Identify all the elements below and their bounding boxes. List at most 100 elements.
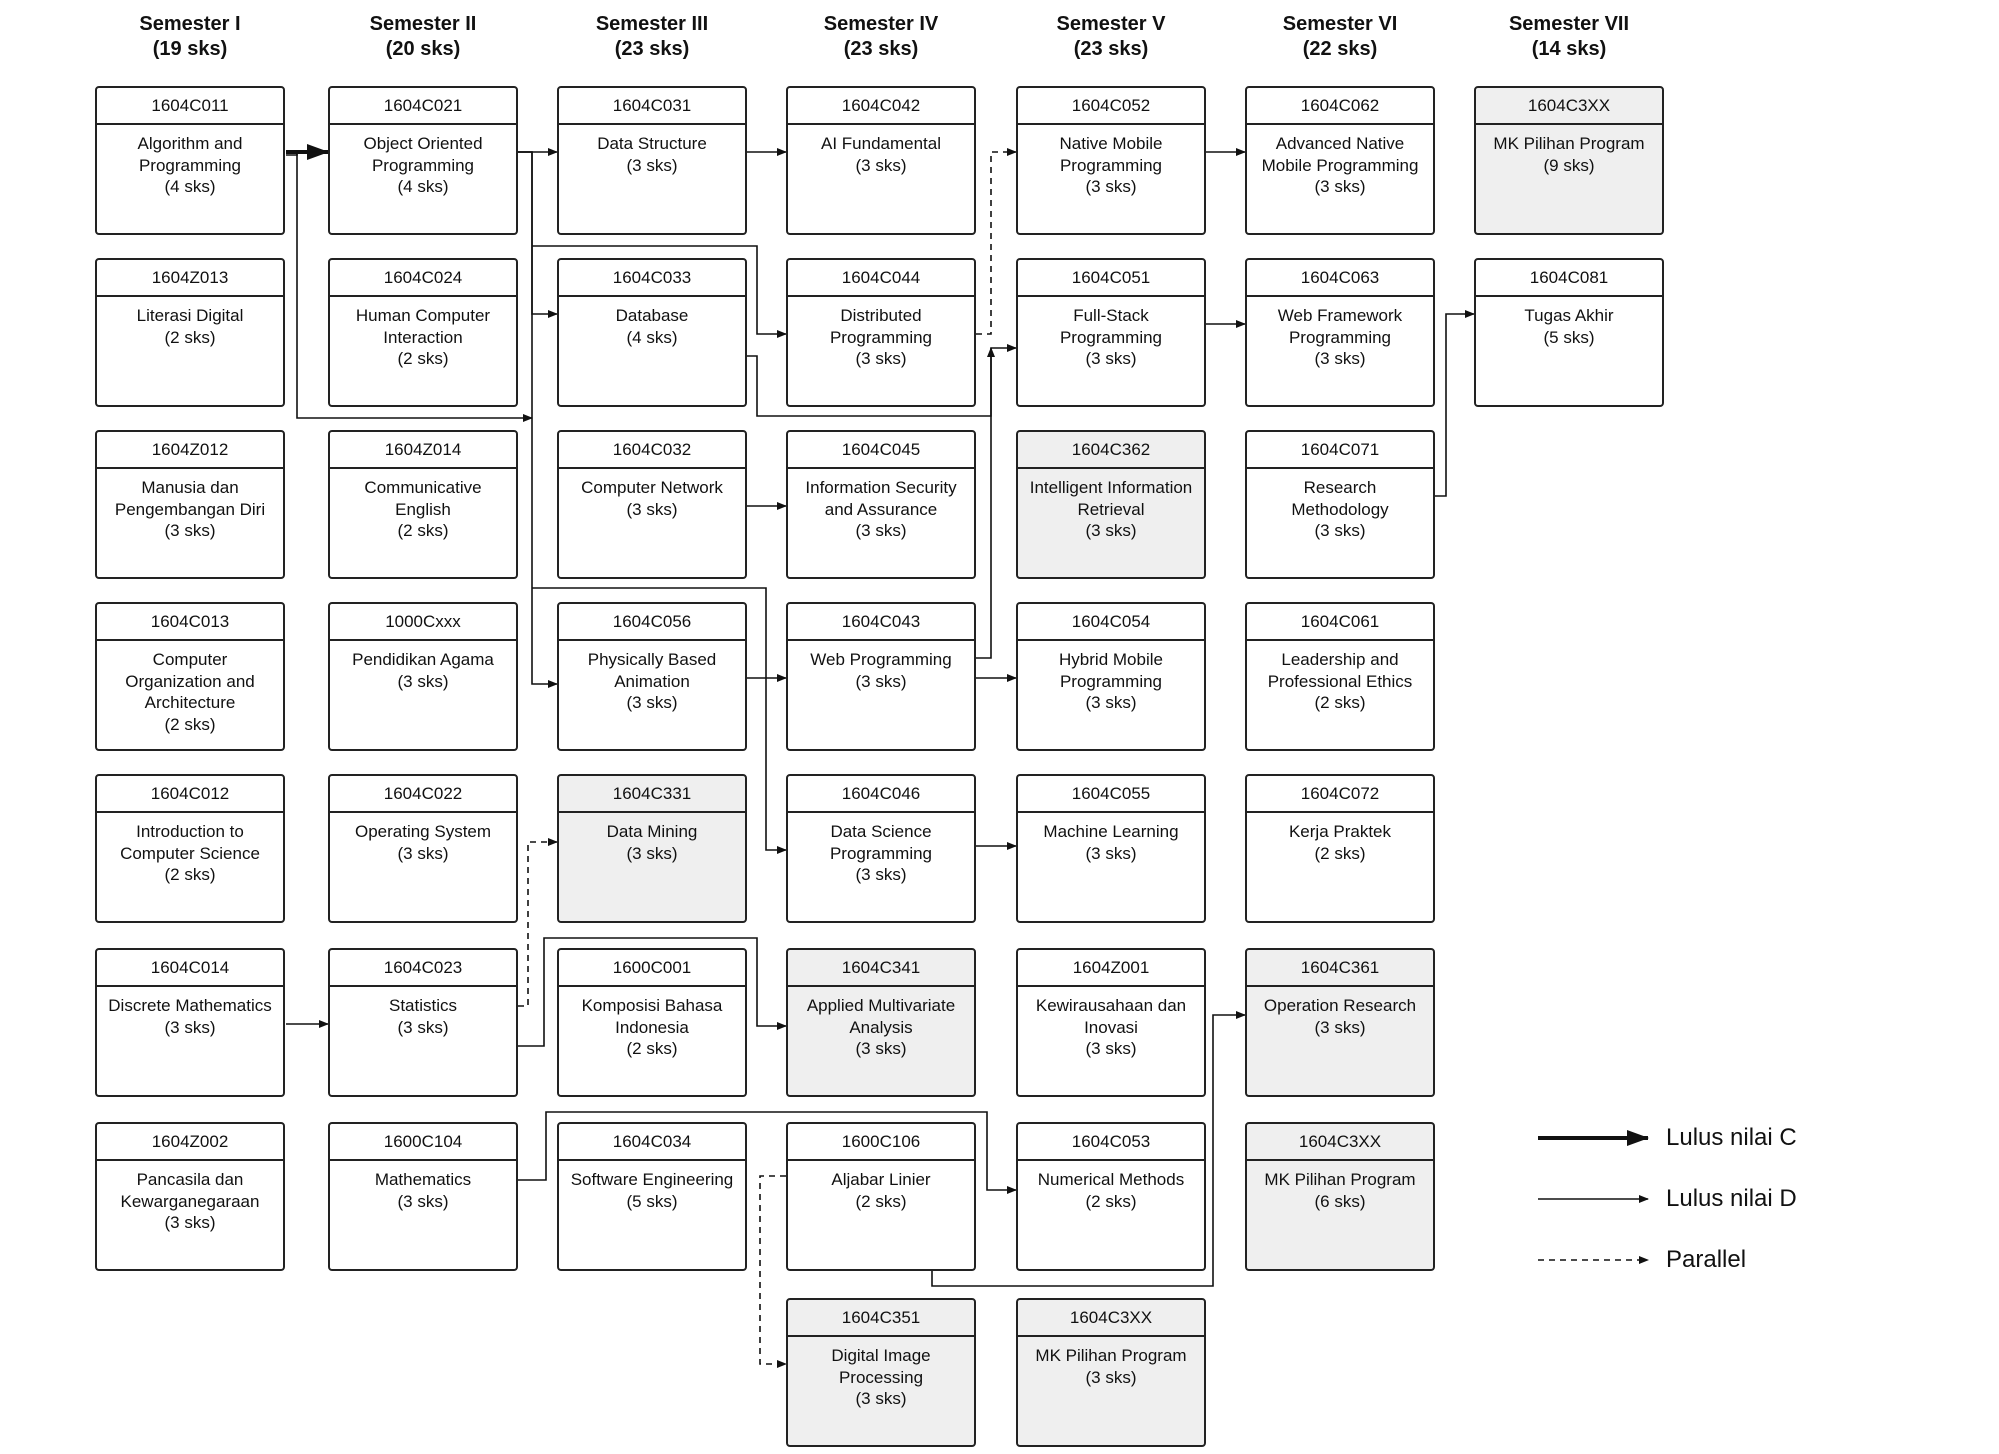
course-title: Web Framework Programming [1277, 306, 1403, 347]
course-title: Computer Organization and Architecture [125, 650, 255, 712]
course-code: 1604C024 [330, 260, 516, 297]
course-code: 1604C3XX [1018, 1300, 1204, 1337]
semester-name: Semester VI [1282, 13, 1398, 35]
course-title: Statistics [388, 996, 458, 1015]
course-title: Applied Multivariate Analysis [806, 996, 956, 1037]
course-credits: (3 sks) [1085, 693, 1137, 712]
course-credits: (2 sks) [164, 714, 216, 734]
course-credits: (3 sks) [855, 671, 907, 691]
dashed-arrow-icon [1538, 1256, 1649, 1264]
course-code: 1000Cxxx [330, 604, 516, 641]
arrow-c022-c331 [518, 838, 558, 1007]
course-credits: (3 sks) [1314, 521, 1366, 540]
course-title: Operation Research [1263, 996, 1417, 1015]
arrow-c071-c081 [1435, 310, 1475, 497]
course-code: 1604C053 [1018, 1124, 1204, 1161]
course-credits: (3 sks) [626, 155, 678, 175]
course-credits: (2 sks) [1314, 843, 1366, 863]
semester-name: Semester V [1056, 13, 1166, 35]
course-code: 1604Z014 [330, 432, 516, 469]
course-title: Leadership and Professional Ethics [1267, 650, 1413, 691]
course-code: 1604C341 [788, 950, 974, 987]
course-code: 1604C362 [1018, 432, 1204, 469]
course-title: Aljabar Linier [831, 1170, 931, 1189]
course-credits: (3 sks) [1314, 349, 1366, 368]
course-credits: (3 sks) [855, 349, 907, 368]
course-code: 1600C001 [559, 950, 745, 987]
course-code: 1604C014 [97, 950, 283, 987]
semester-credits: (14 sks) [1531, 38, 1607, 60]
course-credits: (3 sks) [1085, 1039, 1137, 1058]
course-title: Database [615, 306, 689, 325]
course-title: MK Pilihan Program [1493, 134, 1645, 153]
arrow-c044-c052 [976, 148, 1017, 335]
semester-header-2: Semester II (20 sks) [303, 12, 543, 62]
course-code: 1604C056 [559, 604, 745, 641]
course-code: 1604C361 [1247, 950, 1433, 987]
course-credits: (5 sks) [1543, 327, 1595, 347]
course-code: 1604C3XX [1476, 88, 1662, 125]
course-title: Computer Network [581, 478, 723, 497]
course-credits: (3 sks) [397, 843, 449, 863]
course-code: 1604Z001 [1018, 950, 1204, 987]
course-code: 1604C044 [788, 260, 974, 297]
course-credits: (3 sks) [855, 865, 907, 884]
course-code: 1604C045 [788, 432, 974, 469]
course-credits: (3 sks) [855, 1039, 907, 1058]
course-code: 1604C033 [559, 260, 745, 297]
course-credits: (6 sks) [1314, 1191, 1366, 1211]
course-title: Intelligent Information Retrieval [1029, 478, 1193, 519]
course-code: 1604Z013 [97, 260, 283, 297]
bold-arrow-icon [1538, 1130, 1649, 1146]
course-code: 1604C071 [1247, 432, 1433, 469]
arrow-c021-c033 [518, 151, 558, 318]
course-credits: (4 sks) [164, 177, 216, 196]
course-title: Discrete Mathematics [108, 996, 272, 1015]
course-title: Literasi Digital [136, 306, 244, 325]
semester-header-4: Semester IV (23 sks) [761, 12, 1001, 62]
legend-label: Lulus nilai C [1666, 1124, 1797, 1151]
course-title: Data Science Programming [829, 822, 933, 863]
course-title: Native Mobile Programming [1059, 134, 1163, 175]
arrow-c011-c021-thin [286, 148, 327, 156]
course-title: Information Security and Assurance [805, 478, 957, 519]
course-title: Machine Learning [1043, 822, 1179, 841]
course-code: 1604C012 [97, 776, 283, 813]
semester-name: Semester II [369, 13, 477, 35]
course-credits: (3 sks) [1085, 843, 1137, 863]
course-credits: (3 sks) [626, 843, 678, 863]
course-code: 1604C022 [330, 776, 516, 813]
arrow-c106-c351 [759, 1175, 787, 1368]
course-code: 1604C011 [97, 88, 283, 125]
course-title: MK Pilihan Program [1264, 1170, 1416, 1189]
legend-item-bold: Lulus nilai C [1536, 1120, 1836, 1156]
course-credits: (3 sks) [1085, 349, 1137, 368]
course-code: 1604C032 [559, 432, 745, 469]
course-credits: (3 sks) [397, 1191, 449, 1211]
course-credits: (9 sks) [1543, 155, 1595, 175]
course-title: Kerja Praktek [1288, 822, 1392, 841]
course-code: 1604C043 [788, 604, 974, 641]
course-title: Pendidikan Agama [352, 650, 494, 669]
course-title: Data Mining [606, 822, 698, 841]
